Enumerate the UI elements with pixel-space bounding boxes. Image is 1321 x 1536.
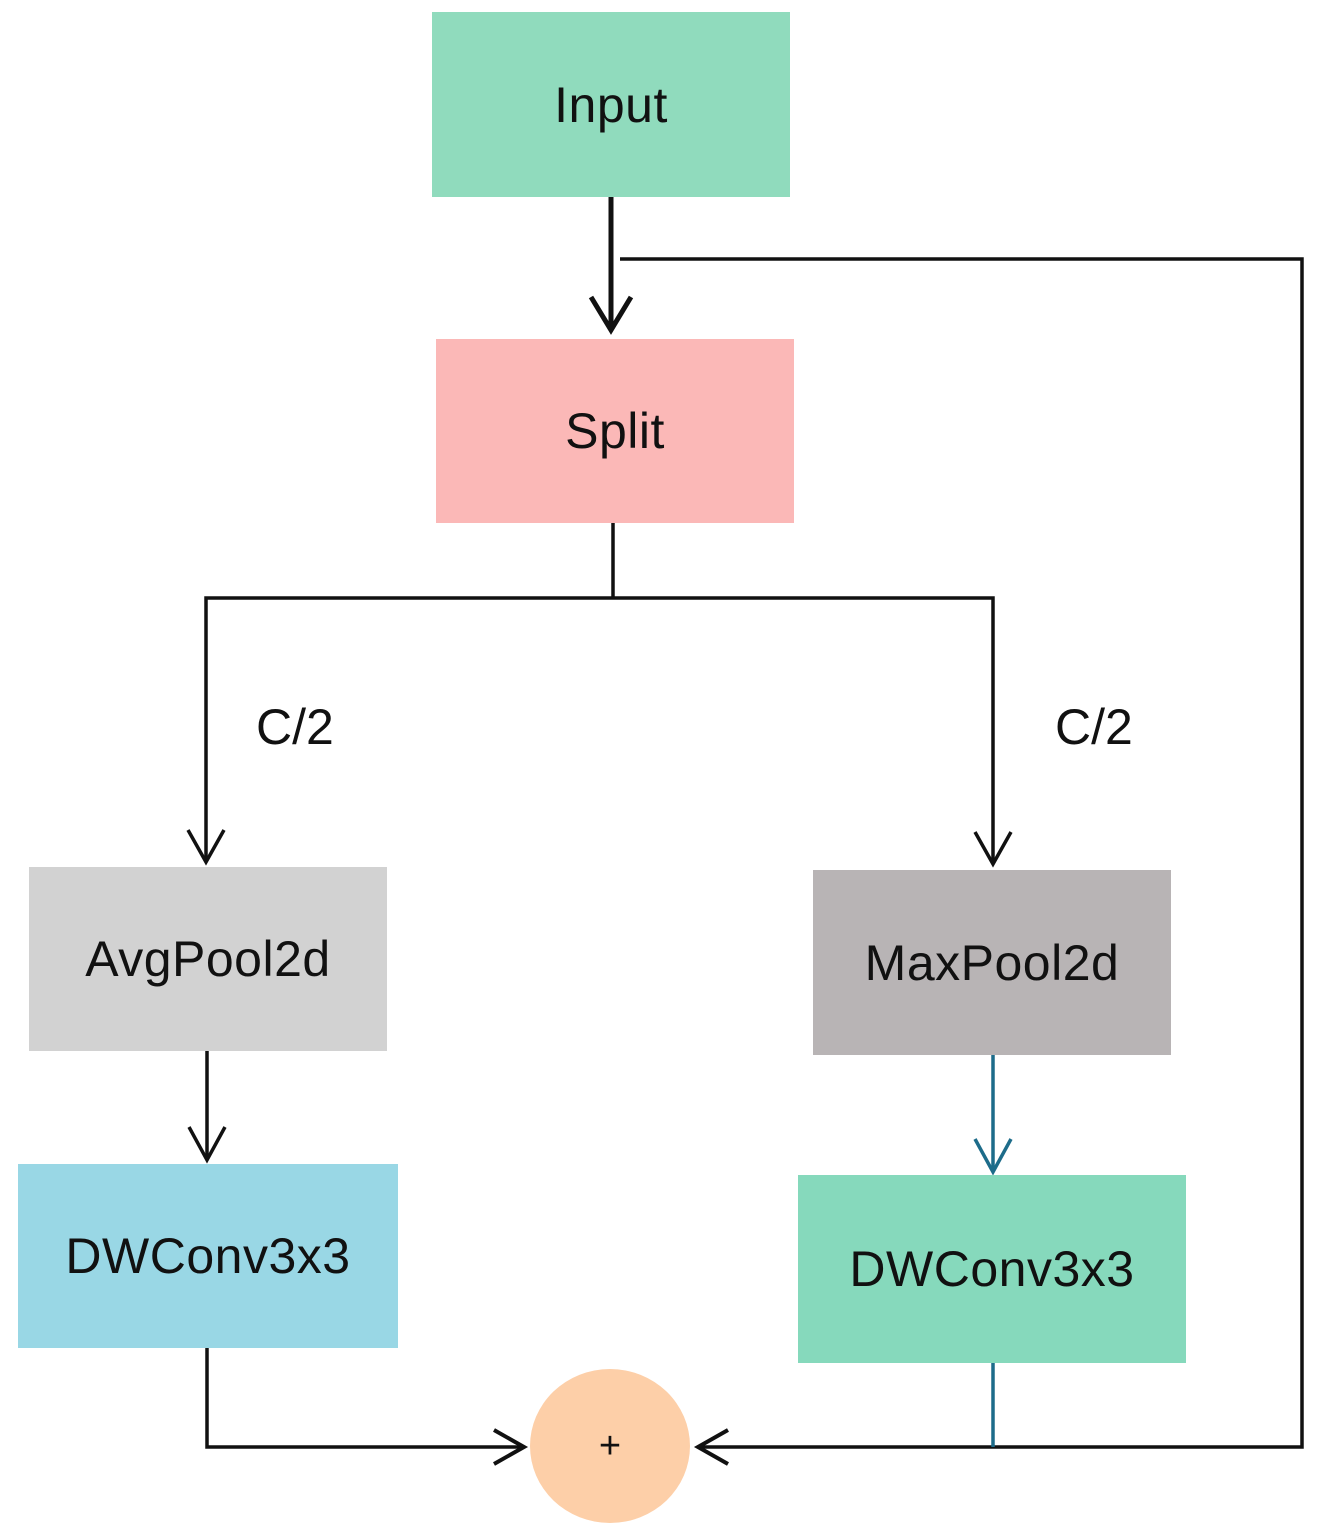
split-node: Split	[436, 339, 794, 523]
dwconv-right-node: DWConv3x3	[798, 1175, 1186, 1363]
sum-node: +	[530, 1369, 690, 1523]
arrowhead-sum-left	[493, 1428, 529, 1466]
arrowhead-dwconv-left	[187, 1126, 227, 1164]
arrowhead-avgpool	[186, 829, 226, 866]
arrowhead-dwconv-right	[973, 1138, 1013, 1176]
arrowhead-maxpool	[973, 831, 1013, 868]
edge-label-right: C/2	[1055, 699, 1133, 755]
edge-dwconv-left-sum	[205, 1348, 524, 1449]
dwconv-left-node: DWConv3x3	[18, 1164, 398, 1348]
arrowhead-split	[588, 295, 634, 335]
edge-label-left: C/2	[256, 699, 334, 755]
maxpool-node: MaxPool2d	[813, 870, 1171, 1055]
edge-branch-bar	[204, 596, 995, 862]
input-label: Input	[554, 76, 668, 133]
dwconv-left-label: DWConv3x3	[65, 1228, 351, 1284]
maxpool-label: MaxPool2d	[864, 934, 1120, 991]
plus-icon: +	[598, 1424, 622, 1467]
edge-residual	[620, 257, 1304, 1449]
input-node: Input	[432, 12, 790, 197]
avgpool-node: AvgPool2d	[29, 867, 387, 1051]
arrowhead-sum-right	[693, 1428, 729, 1466]
avgpool-label: AvgPool2d	[85, 931, 331, 987]
dwconv-right-label: DWConv3x3	[849, 1241, 1135, 1297]
split-label: Split	[565, 403, 665, 459]
